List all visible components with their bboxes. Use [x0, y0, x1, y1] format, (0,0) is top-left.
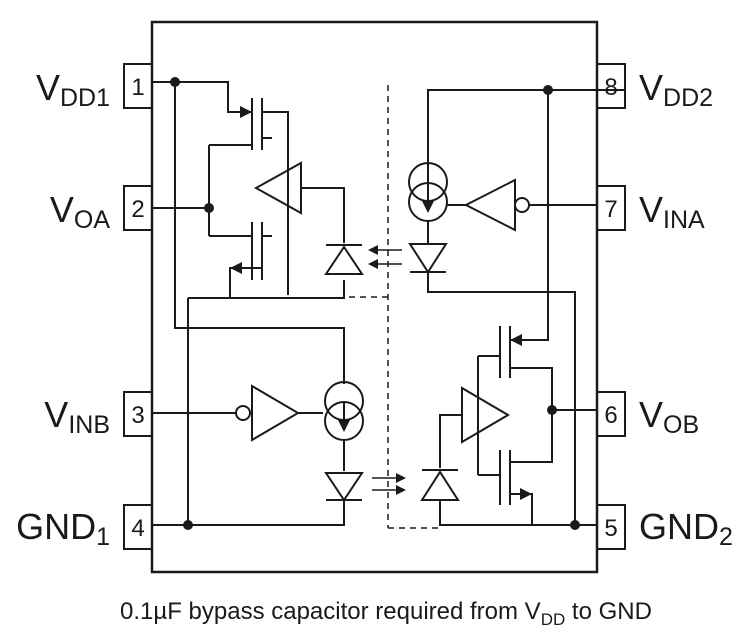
arrowhead-nmos-a [230, 262, 242, 274]
arrowhead-opt-b2 [396, 485, 406, 495]
arrowhead-cs-b [338, 420, 350, 432]
arrowhead-opt-a2 [368, 259, 378, 269]
inverter-bubble-a [514, 197, 530, 213]
pin-number-1: 1 [131, 74, 144, 101]
arrowhead-opt-a1 [368, 245, 378, 255]
pin-number-5: 5 [604, 515, 617, 542]
gnd1-net-a [152, 280, 345, 526]
vdd1-rail [152, 81, 345, 384]
vout-a-wire [152, 145, 210, 236]
pin-box-1 [123, 63, 153, 109]
pin-number-4: 4 [131, 515, 144, 542]
pin-number-2: 2 [131, 196, 144, 223]
arrowhead-pmos-a [240, 106, 252, 118]
pin-label-vob: VOB [639, 394, 699, 439]
pin-label-gnd1: GND1 [16, 506, 110, 551]
buffer-b2-in [439, 414, 462, 468]
node-dot-vdd1 [170, 77, 180, 87]
node-dot-gnd1 [183, 520, 193, 530]
photodiode-b [420, 469, 460, 501]
pin-number-8: 8 [604, 74, 617, 101]
pin-number-6: 6 [604, 402, 617, 429]
photodiode-a [324, 244, 364, 275]
arrowhead-pmos-b [510, 334, 522, 346]
pin-box-6 [596, 391, 626, 437]
pin-box-7 [596, 185, 626, 231]
node-dot-vdd2 [543, 85, 553, 95]
pin-label-vdd1: VDD1 [36, 67, 110, 112]
node-dot-voa [204, 203, 214, 213]
pin-label-voa: VOA [50, 189, 110, 234]
pmos-top-a [251, 98, 289, 295]
pin-box-8 [596, 63, 626, 109]
buffer-b2 [461, 386, 510, 444]
package-outline [150, 20, 599, 574]
nmos-bottom-b [478, 410, 553, 525]
arrowhead-opt-b1 [396, 473, 406, 483]
buffer-a-in [301, 187, 345, 243]
pin-number-3: 3 [131, 402, 144, 429]
pin-box-5 [596, 504, 626, 550]
led-a-wire [427, 221, 576, 525]
inverter-bubble-b [235, 405, 251, 421]
caption: 0.1µF bypass capacitor required from VDD… [120, 598, 652, 629]
nmos-bottom-a [229, 222, 272, 298]
gnd2-net [439, 500, 597, 526]
led-b [324, 472, 364, 502]
pin-label-vinb: VINB [44, 394, 110, 439]
buffer-b [251, 384, 300, 442]
node-dot-vob [547, 405, 557, 415]
arrowhead-nmos-b [520, 488, 532, 500]
pin-label-gnd2: GND2 [639, 506, 733, 551]
led-a [408, 243, 448, 274]
pin-label-vdd2: VDD2 [639, 67, 713, 112]
isolation-barrier [344, 85, 440, 529]
pin-number-7: 7 [604, 196, 617, 223]
led-b-wire [188, 440, 345, 526]
pin-box-4 [123, 504, 153, 550]
pin-label-vina: VINA [639, 189, 705, 234]
vdd2-rail [427, 89, 625, 341]
buffer-a [253, 161, 302, 215]
node-dot-gnd2 [570, 520, 580, 530]
arrowhead-cs-a [422, 201, 434, 213]
buffer-a2 [463, 178, 516, 232]
